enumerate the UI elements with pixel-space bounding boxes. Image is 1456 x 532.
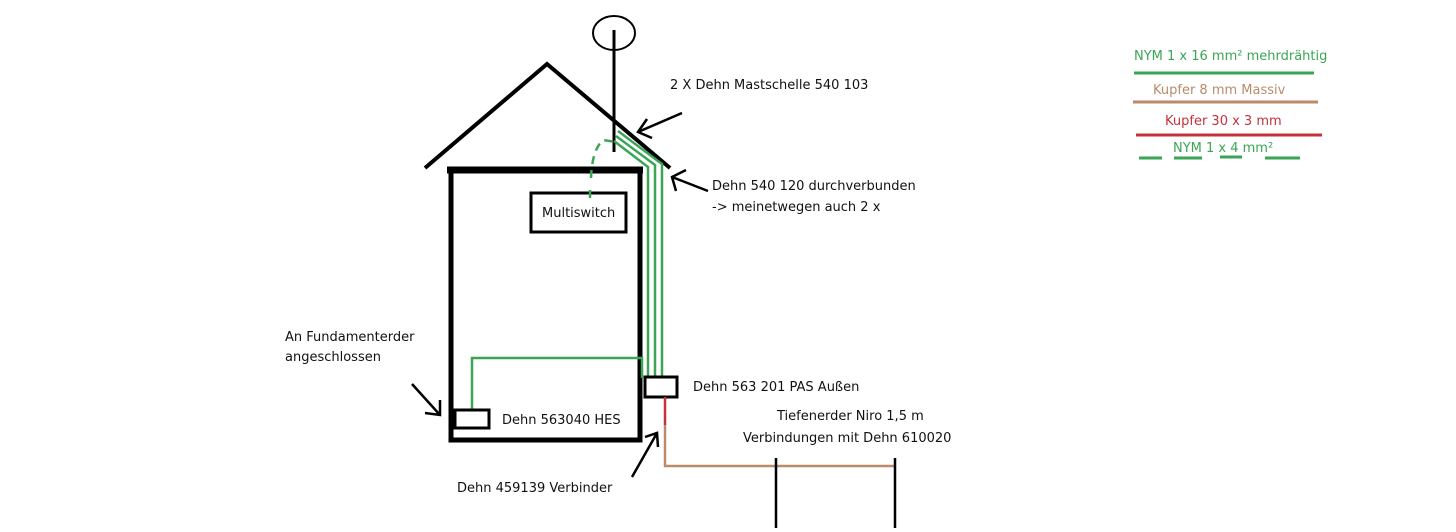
legend-nym16-label: NYM 1 x 16 mm² mehrdrähtig	[1134, 49, 1327, 64]
multiswitch-box	[529, 191, 628, 234]
pas-box	[643, 375, 679, 399]
legend: NYM 1 x 16 mm² mehrdrähtig Kupfer 8 mm M…	[1133, 49, 1327, 160]
tiefenerder-label-2: Verbindungen mit Dehn 610020	[743, 431, 951, 446]
hes-label: Dehn 563040 HES	[502, 413, 621, 428]
tiefenerder-label: Tiefenerder Niro 1,5 m	[776, 409, 924, 424]
durchverbunden-label: Dehn 540 120 durchverbunden	[712, 179, 916, 194]
legend-kupfer8-label: Kupfer 8 mm Massiv	[1153, 83, 1286, 98]
fundament-label-2: angeschlossen	[285, 350, 381, 365]
verbinder-label: Dehn 459139 Verbinder	[457, 481, 613, 496]
arrows	[411, 111, 709, 478]
legend-nym4-label: NYM 1 x 4 mm²	[1173, 141, 1273, 156]
nym-4-cable	[588, 138, 617, 198]
arrow-icon	[670, 168, 709, 193]
arrow-icon	[411, 383, 442, 417]
durchverbunden-note: -> meinetwegen auch 2 x	[712, 200, 881, 215]
multiswitch-label: Multiswitch	[542, 206, 615, 221]
house-walls	[448, 167, 643, 443]
legend-kupfer30-label: Kupfer 30 x 3 mm	[1165, 114, 1282, 129]
kupfer-8mm	[663, 425, 895, 468]
legend-nym4-line	[1139, 155, 1300, 160]
arrow-icon	[636, 111, 683, 140]
arrow-icon	[630, 431, 660, 478]
pas-label: Dehn 563 201 PAS Außen	[693, 380, 859, 395]
fundament-label: An Fundamenterder	[285, 330, 415, 345]
mastschelle-label: 2 X Dehn Mastschelle 540 103	[670, 78, 868, 93]
hes-box	[453, 408, 491, 430]
roof	[423, 61, 672, 170]
nym-16-cables	[470, 130, 664, 410]
